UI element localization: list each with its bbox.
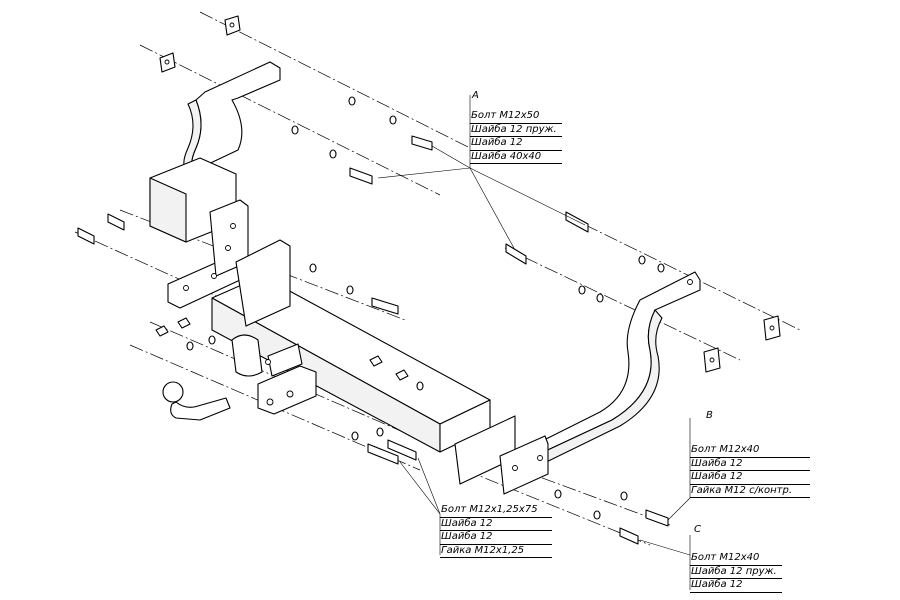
callout-c-item-1: Болт М12х40 (690, 552, 782, 566)
callout-c: C Болт М12х40 Шайба 12 пруж. Шайба 12 (690, 524, 782, 593)
callout-b-letter: B (706, 410, 713, 421)
callout-a-item-1: Болт М12х50 (470, 110, 562, 124)
left-bracket (149, 61, 281, 309)
callout-c-letter: C (694, 524, 701, 535)
callout-b-item-3: Шайба 12 (690, 471, 810, 485)
callout-c-item-3: Шайба 12 (690, 579, 782, 593)
bolts (77, 135, 669, 545)
leader-lines (377, 95, 691, 590)
callout-d: Болт М12х1,25х75 Шайба 12 Шайба 12 Гайка… (440, 504, 552, 558)
callout-d-item-2: Шайба 12 (440, 518, 552, 531)
callout-a: A Болт М12х50 Шайба 12 пруж. Шайба 12 Ша… (470, 90, 562, 164)
callout-b-item-1: Болт М12х40 (690, 444, 810, 458)
callout-c-item-2: Шайба 12 пруж. (690, 566, 782, 579)
square-washers (159, 15, 781, 373)
callout-d-item-3: Шайба 12 (440, 531, 552, 545)
callout-b-item-2: Шайба 12 (690, 458, 810, 471)
callout-b: B Болт М12х40 Шайба 12 Шайба 12 Гайка М1… (690, 410, 810, 498)
callout-d-item-1: Болт М12х1,25х75 (440, 504, 552, 518)
callout-b-item-4: Гайка М12 с/контр. (690, 485, 810, 498)
callout-a-letter: A (472, 90, 479, 101)
callout-a-item-2: Шайба 12 пруж. (470, 124, 562, 137)
right-bracket (499, 271, 701, 495)
callout-a-item-4: Шайба 40х40 (470, 151, 562, 164)
ball-mount-assembly (162, 334, 317, 421)
washers-and-nuts (155, 96, 665, 520)
callout-d-item-4: Гайка М12х1,25 (440, 545, 552, 558)
callout-a-item-3: Шайба 12 (470, 137, 562, 151)
